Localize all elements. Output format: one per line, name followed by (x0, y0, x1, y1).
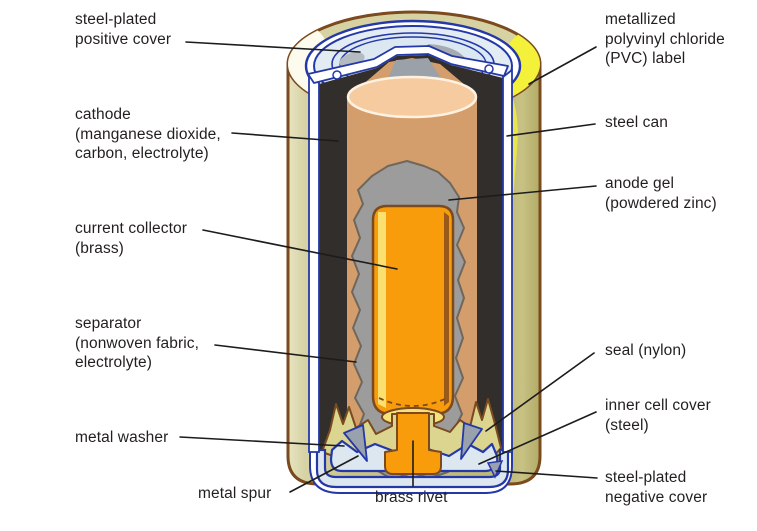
leader-anode-gel (448, 185, 597, 201)
leader-negative-cover (495, 470, 598, 479)
leader-positive-cover (185, 41, 361, 53)
leader-metal-spur (289, 455, 359, 493)
label-metal-washer: metal washer (75, 429, 169, 446)
leader-metal-washer (179, 436, 345, 447)
leader-current-collector (202, 229, 398, 270)
cathode-top-face (346, 75, 478, 119)
label-pvc-label: metallized polyvinyl chloride (PVC) labe… (605, 11, 725, 67)
label-brass-rivet: brass rivet (375, 489, 448, 506)
cover-crimp-tab-right (484, 64, 494, 74)
label-cathode: cathode (manganese dioxide, carbon, elec… (75, 106, 221, 162)
leader-cathode (231, 132, 339, 142)
label-separator: separator (nonwoven fabric, electrolyte) (75, 315, 200, 371)
label-metal-spur: metal spur (198, 485, 272, 502)
label-positive-cover: steel-plated positive cover (75, 11, 172, 48)
label-inner-cell-cover: inner cell cover (steel) (605, 397, 711, 434)
leader-inner-cell-cover (478, 411, 597, 465)
leader-pvc-label (528, 46, 597, 85)
steel-can-left-edge (308, 74, 320, 453)
collector-dashed-arc (378, 397, 448, 407)
label-negative-cover: steel-plated negative cover (605, 469, 708, 506)
label-seal: seal (nylon) (605, 342, 687, 359)
label-current-collector: current collector (brass) (75, 220, 187, 257)
leader-steel-can (506, 123, 596, 137)
negative-cover-band (315, 448, 510, 489)
metal-spur-left (343, 424, 368, 462)
metal-spur-right (460, 422, 483, 460)
cover-crimp-tab-left (332, 70, 342, 80)
current-collector-cylinder (371, 204, 455, 416)
steel-can-right-edge (502, 68, 513, 453)
negative-cover-wedge (486, 460, 504, 479)
label-steel-can: steel can (605, 114, 668, 131)
label-anode-gel: anode gel (powdered zinc) (605, 175, 717, 212)
collector-highlight-strip (378, 212, 386, 408)
leader-seal (485, 352, 595, 432)
leader-separator (214, 344, 357, 363)
collector-shadow-edge (444, 212, 449, 406)
steel-can-cut-band (307, 45, 509, 84)
